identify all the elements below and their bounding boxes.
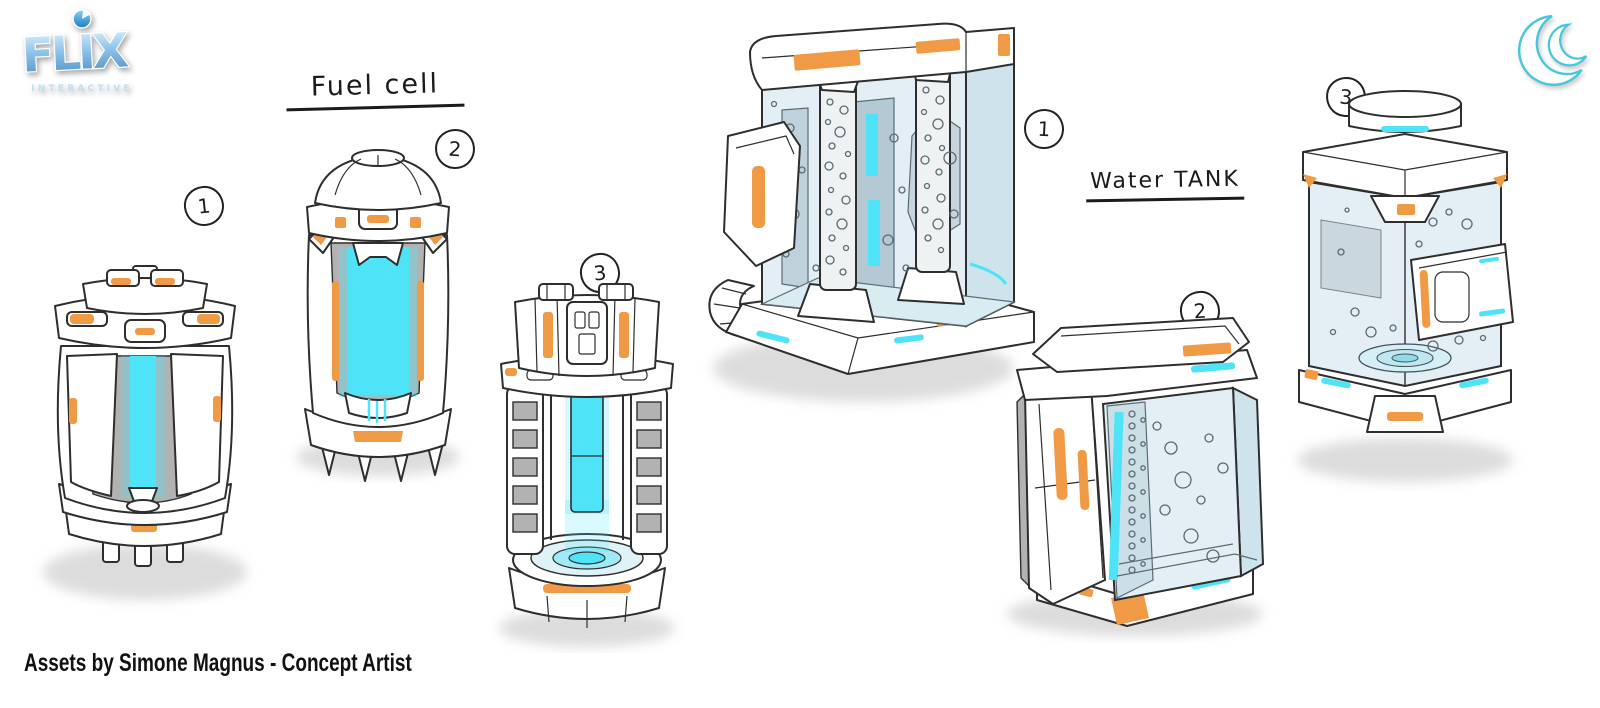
fuel-cell-3-core-rod [565,393,609,514]
blue-sphere-pacman-icon [72,9,92,29]
fuel-cell-1-core [86,355,198,513]
logo-subtitle-text: INTERACTIVE [31,84,132,94]
water-tank-2-top [1016,317,1258,401]
water-tank-2-glass [1101,386,1265,602]
fuel-cell-3-drawing [499,283,675,647]
water-tank-3-side-pod [1410,243,1514,341]
water-tank-1-top-cap [749,22,1015,91]
fuel-cell-3-side-frames [506,385,668,555]
fuel-cell-2-core-window [330,242,426,404]
water-tank-1-drawing [708,22,1035,402]
flix-logo: FLIX INTERACTIVE [16,6,151,101]
water-tank-3-drawing [1297,90,1514,482]
logo-brand-text: FLIX [21,23,130,84]
water-tank-1-side-pod [723,121,801,267]
water-tank-2-side-column [1016,385,1106,605]
fuel-cell-1-drawing [43,265,247,600]
water-tank-title: Water TANK [1085,166,1245,203]
fuel-cell-title: Fuel cell [285,67,465,112]
fuel-cell-2-drawing [296,149,460,482]
artist-credit: Assets by Simone Magnus - Concept Artist [24,649,412,677]
water-tank-2-drawing [1007,317,1265,636]
double-crescent-moon-icon [1502,10,1590,92]
water-tank-3-top-cap [1302,90,1508,223]
water-tank-1-glass [759,60,1017,328]
fuel-cell-3-bowl [512,533,662,587]
water-tank-2-bubbles [1152,421,1229,563]
flix-logo-graphic: FLIX INTERACTIVE [19,9,132,94]
